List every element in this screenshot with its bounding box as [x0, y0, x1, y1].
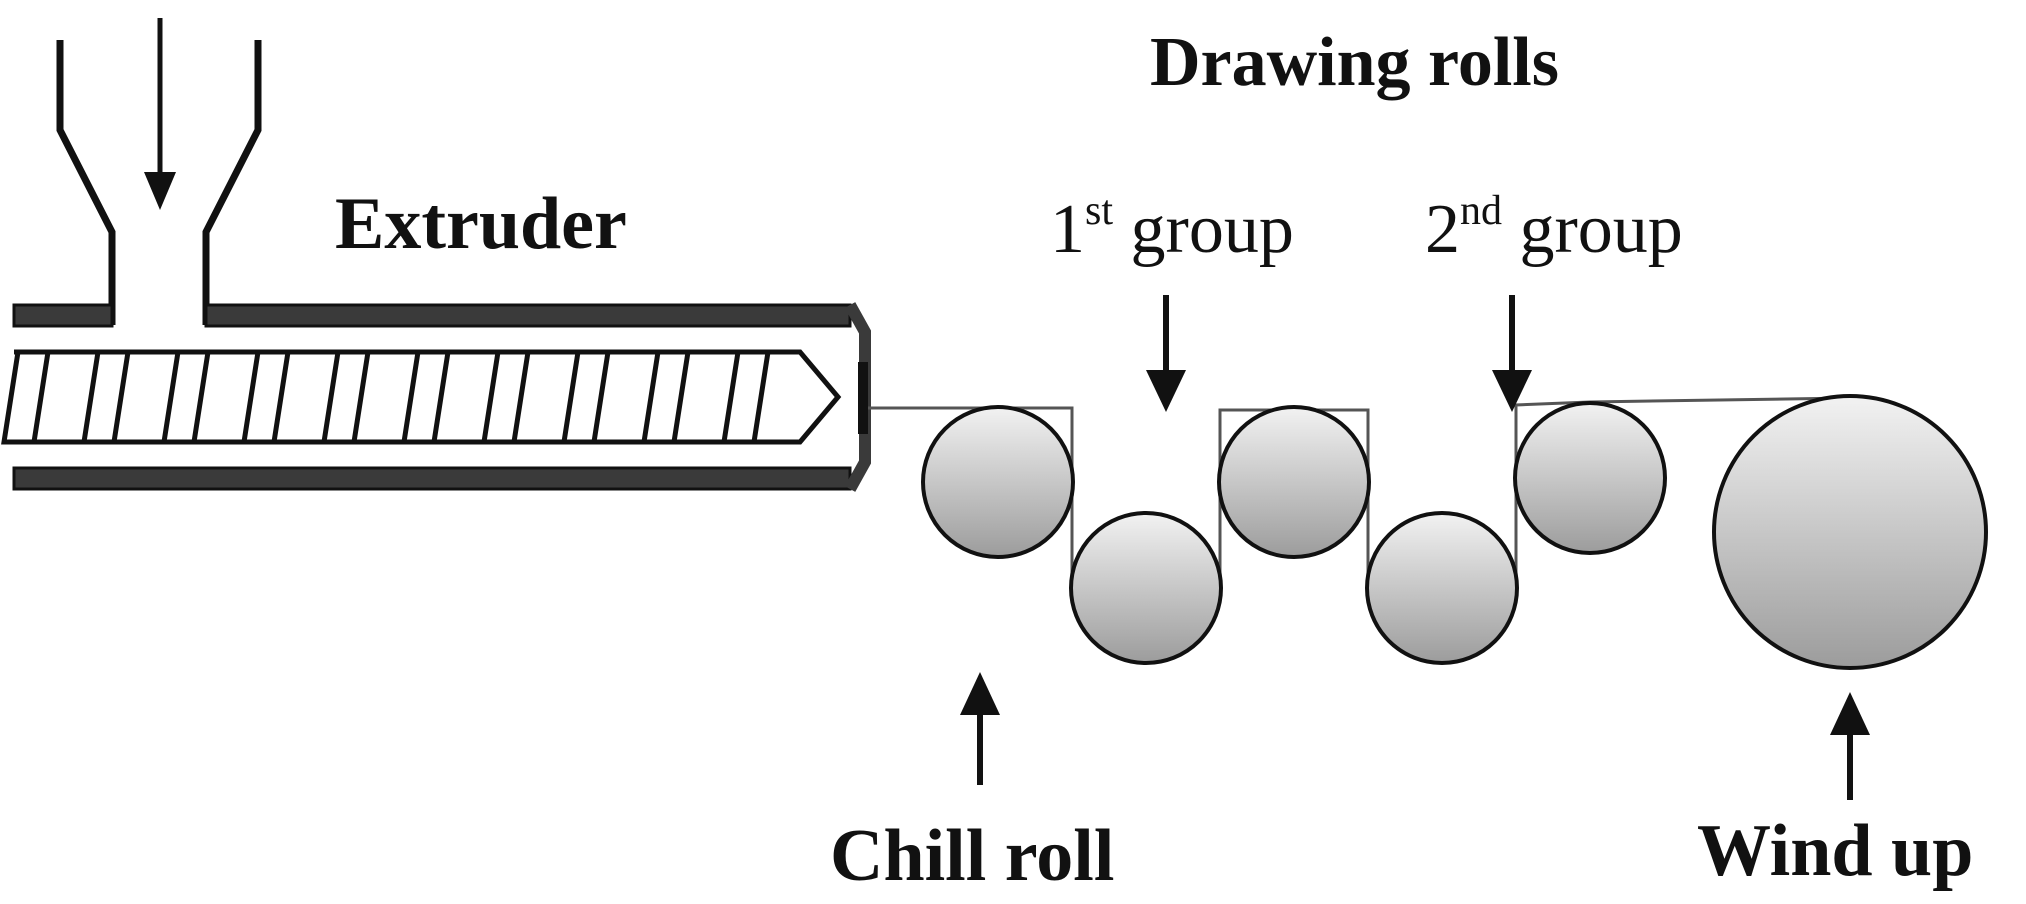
group1-label: 1st group — [1050, 188, 1294, 268]
drawing-roll-1 — [1069, 511, 1223, 665]
extruder-barrel — [12, 302, 871, 492]
extruder-screw — [1, 349, 842, 445]
wind-up-label: Wind up — [1697, 810, 1973, 892]
group1-number: 1 — [1050, 191, 1085, 268]
group1-arrow-icon — [1146, 295, 1186, 412]
drawing-rolls-label: Drawing rolls — [1150, 24, 1559, 101]
chill-roll-arrow-icon — [960, 672, 1000, 785]
group2-word: group — [1502, 191, 1683, 268]
drawing-roll-3 — [1365, 511, 1519, 665]
feed-arrow-icon — [144, 18, 176, 210]
drawing-roll-4 — [1513, 401, 1667, 555]
wind-up-arrow-icon — [1830, 692, 1870, 800]
chill-roll — [921, 405, 1075, 559]
extruder-label: Extruder — [335, 183, 627, 265]
wind-up-roll — [1712, 394, 1988, 670]
group1-superscript: st — [1085, 188, 1113, 234]
drawing-roll-2 — [1217, 405, 1371, 559]
group2-superscript: nd — [1460, 188, 1502, 234]
group2-label: 2nd group — [1425, 188, 1683, 268]
group2-arrow-icon — [1492, 295, 1532, 412]
chill-roll-label: Chill roll — [830, 815, 1114, 897]
hopper — [56, 40, 262, 325]
group1-word: group — [1113, 191, 1294, 268]
group2-number: 2 — [1425, 191, 1460, 268]
